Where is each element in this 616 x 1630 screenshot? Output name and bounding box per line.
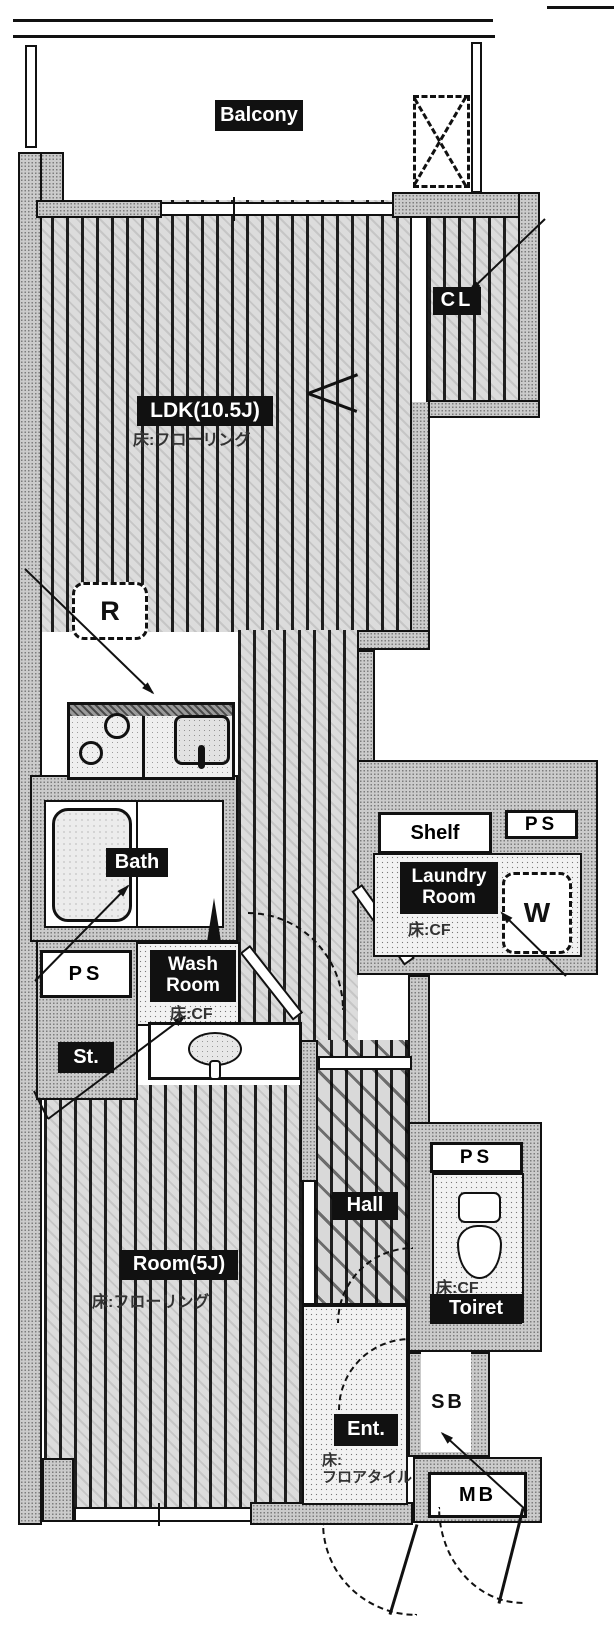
ps-right-box: PS [505, 810, 578, 839]
refrigerator-box: R [72, 582, 148, 640]
hall-sliding-door [318, 1056, 412, 1070]
boundary-line-top-1 [13, 19, 493, 22]
washer-box: W [502, 872, 572, 954]
room-label: Room(5J) [120, 1250, 238, 1280]
shelf-box: Shelf [378, 812, 492, 854]
wall-top-band-right [392, 192, 540, 218]
shoebox-label: SB [431, 1390, 465, 1413]
toilet-floor-text: 床:CF [436, 1280, 479, 1297]
wall-corridor-right [357, 650, 375, 795]
refrigerator-label: R [100, 595, 120, 626]
boundary-line-top-right [547, 6, 614, 9]
entrance-floor-text: 床: フロアタイル [322, 1452, 413, 1487]
wall-entrance-bottom [250, 1502, 413, 1525]
toilet-bowl [457, 1225, 502, 1279]
ldk-floor-text: 床:フローリング [133, 432, 251, 449]
storage-label: St. [58, 1042, 114, 1073]
counter-divider [142, 716, 145, 777]
balcony-right-partition [471, 42, 482, 193]
cl-label: CL [433, 287, 481, 315]
wall-bottom-left-block [42, 1458, 74, 1522]
wall-cl-bottom [428, 400, 540, 418]
hall-floor [300, 1040, 410, 1305]
room-window [74, 1507, 252, 1522]
ps-toilet-label: PS [459, 1146, 494, 1168]
stove-burner [104, 713, 130, 739]
laundry-floor-text: 床:CF [408, 922, 451, 939]
ldk-label: LDK(10.5J) [137, 396, 273, 426]
bath-label: Bath [106, 848, 168, 877]
meter-box-label: MB [458, 1483, 497, 1506]
boundary-line-top-2 [13, 35, 495, 38]
window-center-tick [233, 197, 235, 221]
wall-hall-right [408, 975, 430, 1125]
stove-burner [79, 741, 103, 765]
bath-door-pivot [207, 898, 221, 942]
wall-step [357, 630, 430, 650]
balcony-left-partition [25, 45, 37, 148]
wall-hall-room-divider [300, 1040, 318, 1182]
wall-cl-right [518, 192, 540, 418]
ac-unit-dashed-box [413, 95, 470, 188]
room-floor [44, 1085, 302, 1510]
washroom-floor-text: 床:CF [170, 1006, 213, 1023]
washer-label: W [523, 897, 551, 928]
ps-left-label: PS [68, 962, 104, 985]
basin-faucet [209, 1060, 221, 1080]
wall-top-band-left [36, 200, 162, 218]
kitchen-counter [67, 702, 235, 780]
balcony-label: Balcony [215, 100, 303, 131]
ps-left-box: PS [40, 950, 132, 998]
entrance-label: Ent. [334, 1414, 398, 1446]
room-hall-sliding-door [302, 1182, 316, 1305]
shelf-label: Shelf [410, 821, 460, 844]
ldk-balcony-window [160, 202, 394, 216]
kitchen-backsplash [70, 705, 232, 716]
kitchen-faucet [198, 745, 205, 769]
wall-ldk-right [410, 400, 430, 650]
ps-toilet-box: PS [430, 1142, 523, 1173]
hall-label: Hall [332, 1192, 398, 1220]
toilet-tank [458, 1192, 501, 1223]
vanity-counter [148, 1022, 302, 1080]
window-center-tick [158, 1503, 160, 1526]
ps-right-label: PS [524, 813, 559, 835]
toilet-label: Toiret [430, 1294, 522, 1324]
room-floor-text: 床:フローリング [92, 1294, 210, 1311]
cl-sliding-door [410, 218, 428, 402]
